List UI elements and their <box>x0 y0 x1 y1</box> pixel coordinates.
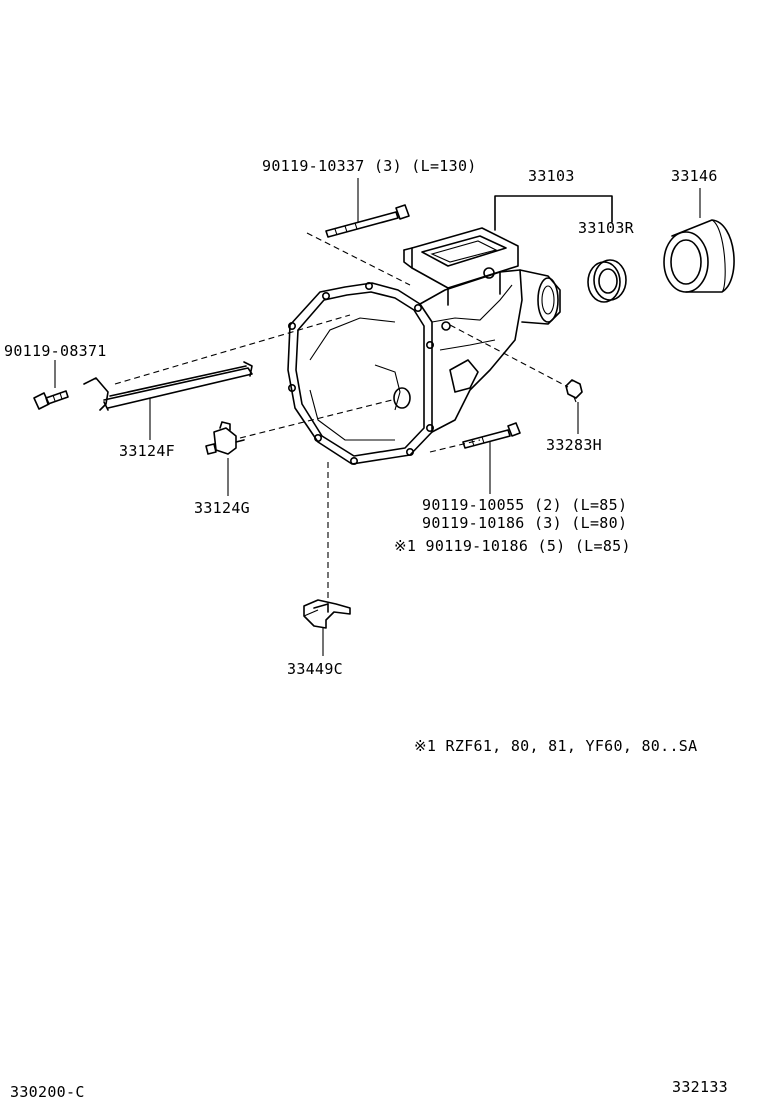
label-bolt-top: 90119-10337 (3) (L=130) <box>262 157 477 175</box>
bolts-right-icon <box>462 422 521 449</box>
label-33124G: 33124G <box>194 499 250 517</box>
clamp-icon <box>303 599 351 629</box>
label-bolts-right-1: 90119-10055 (2) (L=85) <box>422 496 628 514</box>
leader-lines <box>54 178 701 656</box>
bolt-top-icon <box>325 204 410 238</box>
label-33146: 33146 <box>671 167 718 185</box>
label-33124F: 33124F <box>119 442 175 460</box>
oil-seal-icon <box>587 259 627 303</box>
label-33449C: 33449C <box>287 660 343 678</box>
shift-rod-icon <box>83 361 253 411</box>
plug-icon <box>565 379 583 403</box>
label-bolt-left: 90119-08371 <box>4 342 107 360</box>
label-bolts-right-3: ※1 90119-10186 (5) (L=85) <box>394 537 631 555</box>
label-33103: 33103 <box>528 167 575 185</box>
label-33283H: 33283H <box>546 436 602 454</box>
footer-left-code: 330200-C <box>10 1083 85 1101</box>
speed-sensor-icon <box>205 421 245 455</box>
bolt-left-icon <box>33 390 69 410</box>
footnote: ※1 RZF61, 80, 81, YF60, 80..SA <box>414 737 698 755</box>
label-33103R: 33103R <box>578 219 634 237</box>
dashed-alignment-lines <box>114 232 569 605</box>
bushing-ring-icon <box>663 219 735 293</box>
footer-right-code: 332133 <box>672 1078 728 1096</box>
label-bolts-right-2: 90119-10186 (3) (L=80) <box>422 514 628 532</box>
extension-housing-icon <box>287 227 561 465</box>
